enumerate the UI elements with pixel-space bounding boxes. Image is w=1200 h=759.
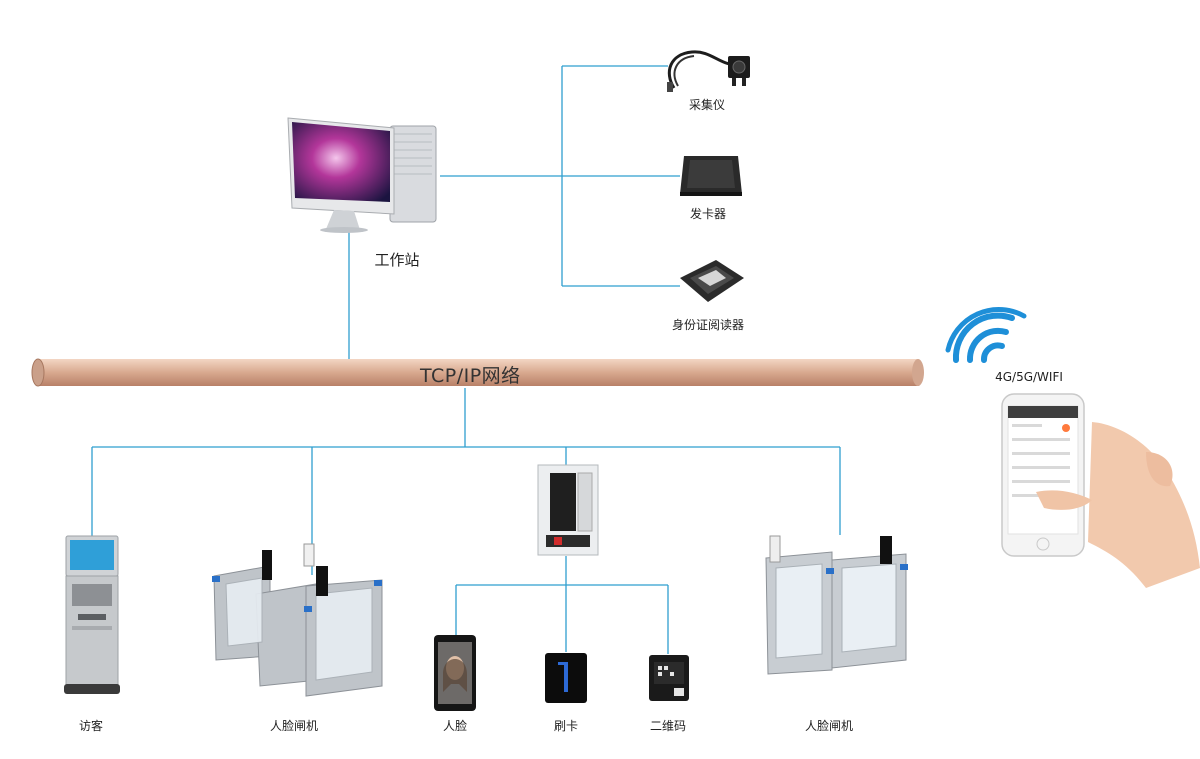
terminal-label-face: 人脸 <box>442 719 468 733</box>
peripheral-label-card-issuer: 发卡器 <box>689 207 727 221</box>
wireless-label: 4G/5G/WIFI <box>995 370 1063 384</box>
bus-label: TCP/IP网络 <box>420 365 521 387</box>
workstation-label: 工作站 <box>374 251 420 269</box>
camera-collector-icon <box>667 50 750 92</box>
peripheral-label-collector: 采集仪 <box>688 98 726 112</box>
card-issuer-icon <box>680 156 742 196</box>
terminal-label-face-turnstile-left: 人脸闸机 <box>269 719 319 733</box>
face-turnstile-icon <box>212 543 383 697</box>
mobile-phone-icon <box>1001 393 1200 588</box>
terminal-label-qr: 二维码 <box>649 719 687 733</box>
terminal-label-face-turnstile-right: 人脸闸机 <box>804 719 854 733</box>
peripheral-label-id-reader: 身份证阅读器 <box>671 318 745 332</box>
id-card-reader-icon <box>680 260 744 302</box>
terminal-label-visitor: 访客 <box>78 719 104 733</box>
card-reader-icon <box>545 653 587 703</box>
wifi-icon <box>945 306 1027 363</box>
access-controller-icon <box>537 464 599 556</box>
workstation-icon <box>287 117 437 233</box>
terminal-label-card: 刷卡 <box>553 719 579 733</box>
network-bus <box>31 358 924 387</box>
qr-reader-icon <box>649 655 689 701</box>
face-terminal-icon <box>434 635 476 711</box>
visitor-kiosk-icon <box>64 535 120 694</box>
face-turnstile-icon <box>765 535 908 675</box>
